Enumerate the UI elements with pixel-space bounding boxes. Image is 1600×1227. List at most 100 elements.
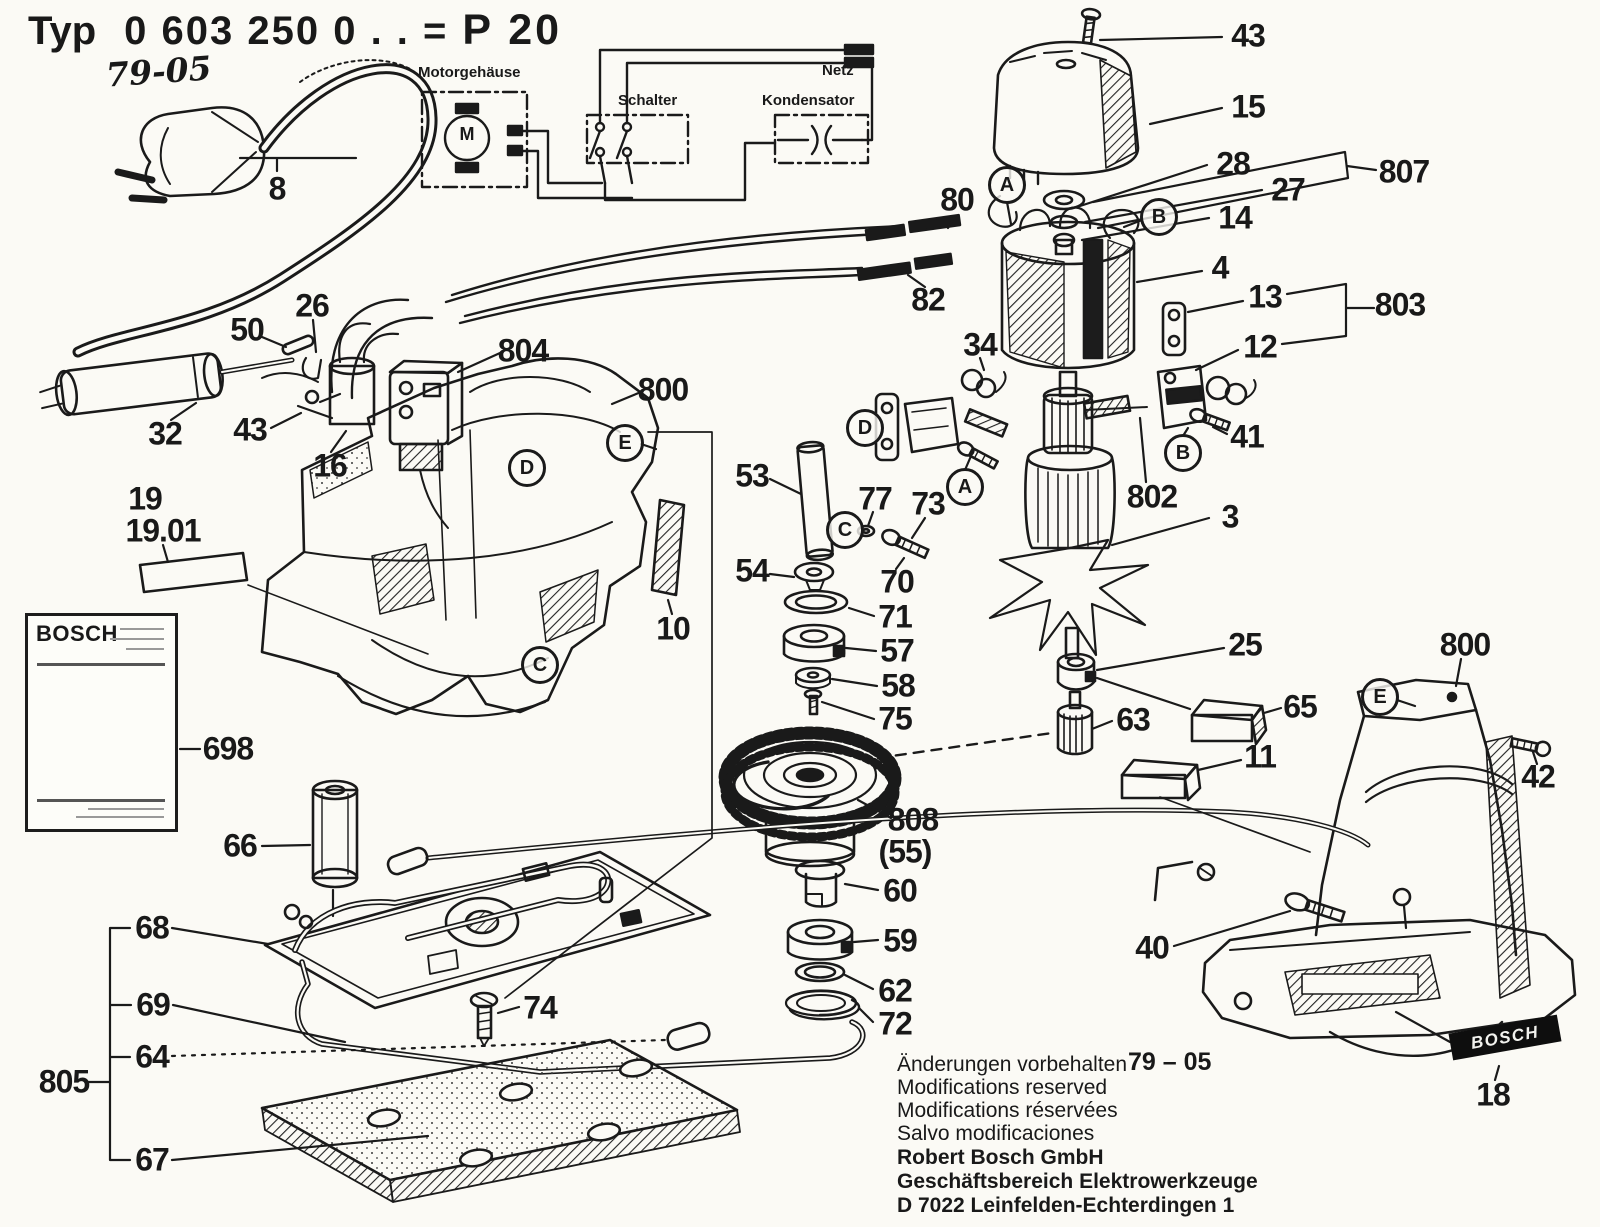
leaflet-brand: BOSCH bbox=[36, 621, 118, 646]
part-label-12: 12 bbox=[1243, 328, 1278, 365]
power-plug bbox=[72, 59, 438, 358]
construction-lines bbox=[504, 431, 1311, 999]
part-label-15: 15 bbox=[1231, 88, 1266, 125]
part-label-25: 25 bbox=[1228, 626, 1263, 663]
part-label-800-right: 800 bbox=[1439, 626, 1491, 663]
brush-holder-left bbox=[874, 368, 1009, 470]
callout-E-1: E bbox=[606, 424, 644, 462]
part-label-8: 8 bbox=[268, 170, 287, 207]
part-label-19: 19 bbox=[128, 480, 163, 517]
leaflet-rule bbox=[37, 799, 165, 802]
brush-block-11 bbox=[1120, 758, 1202, 802]
clamp-wire-69 bbox=[294, 959, 866, 1075]
part-label-80: 80 bbox=[940, 181, 975, 218]
part-label-59: 59 bbox=[883, 922, 918, 959]
part-label-32: 32 bbox=[148, 415, 183, 452]
part-label-43-left: 43 bbox=[233, 411, 268, 448]
part-label-14: 14 bbox=[1218, 199, 1253, 236]
part-label-40: 40 bbox=[1135, 929, 1170, 966]
part-label-53: 53 bbox=[735, 457, 770, 494]
screw-42 bbox=[1509, 736, 1552, 758]
part-label-4: 4 bbox=[1211, 249, 1230, 286]
part-label-800-left: 800 bbox=[637, 371, 689, 408]
part-label-65: 65 bbox=[1283, 688, 1318, 725]
type-prefix: Typ bbox=[28, 9, 97, 53]
leaflet-fineprint bbox=[76, 816, 164, 818]
part-label-70: 70 bbox=[880, 563, 915, 600]
modification-note-line: Modifications reserved bbox=[897, 1076, 1108, 1099]
stator-4 bbox=[987, 194, 1140, 370]
damper-66 bbox=[311, 779, 359, 918]
callout-C-2: C bbox=[521, 646, 559, 684]
part-label-62: 62 bbox=[878, 972, 913, 1009]
part-label-804: 804 bbox=[497, 332, 549, 369]
felt-strip-10 bbox=[650, 498, 686, 597]
part-label-63: 63 bbox=[1116, 701, 1151, 738]
part-label-3: 3 bbox=[1221, 498, 1240, 535]
part-label-16: 16 bbox=[313, 447, 348, 484]
part-label-11: 11 bbox=[1244, 738, 1277, 775]
part-label-805: 805 bbox=[38, 1063, 90, 1100]
part-label-43-top: 43 bbox=[1231, 17, 1266, 54]
leader-lines bbox=[86, 35, 1539, 1162]
part-label-68: 68 bbox=[135, 909, 170, 946]
armature-3 bbox=[988, 370, 1150, 756]
right-housing-800 bbox=[1153, 678, 1577, 1057]
modification-note-line: Salvo modificaciones bbox=[897, 1122, 1095, 1145]
leaflet-rule bbox=[37, 663, 165, 666]
part-label-803: 803 bbox=[1374, 286, 1426, 323]
part-label-13: 13 bbox=[1248, 278, 1283, 315]
part-label-54: 54 bbox=[735, 552, 770, 589]
type-model: P 20 bbox=[462, 6, 563, 54]
part-label-27: 27 bbox=[1271, 171, 1306, 208]
company-address-line: D 7022 Leinfelden-Echterdingen 1 bbox=[897, 1194, 1235, 1217]
part-label-58: 58 bbox=[881, 667, 916, 704]
gear-808 bbox=[718, 726, 902, 868]
screw-set-70 bbox=[856, 524, 930, 560]
cable-sleeve bbox=[39, 352, 224, 417]
part-label-77: 77 bbox=[858, 480, 893, 517]
part-label-82: 82 bbox=[911, 281, 946, 318]
leaflet-fineprint bbox=[88, 808, 164, 810]
part-label-10: 10 bbox=[656, 610, 691, 647]
callout-A-2: A bbox=[946, 468, 984, 506]
part-label-34: 34 bbox=[963, 326, 998, 363]
part-label-50: 50 bbox=[230, 311, 265, 348]
capacitor-16 bbox=[328, 322, 400, 426]
eccentric-stack bbox=[784, 859, 861, 1021]
part-label-18: 18 bbox=[1476, 1076, 1511, 1113]
base-plate-68 bbox=[263, 846, 712, 1010]
callout-D-2: D bbox=[508, 449, 546, 487]
circuit-switch-label: Schalter bbox=[618, 92, 678, 109]
part-label-71: 71 bbox=[878, 598, 913, 635]
company-address-line: Geschäftsbereich Elektrowerkzeuge bbox=[897, 1170, 1258, 1193]
modification-note-line: Änderungen vorbehalten bbox=[897, 1053, 1128, 1076]
part-label-28: 28 bbox=[1216, 145, 1251, 182]
part-label-60: 60 bbox=[883, 872, 918, 909]
part-label-802: 802 bbox=[1126, 478, 1178, 515]
circuit-diagram bbox=[420, 43, 875, 202]
part-label-57: 57 bbox=[880, 632, 915, 669]
part-label-55: (55) bbox=[878, 833, 933, 870]
leaflet-fineprint bbox=[126, 648, 164, 650]
part-label-41: 41 bbox=[1230, 418, 1265, 455]
part-label-698: 698 bbox=[202, 730, 254, 767]
part-label-67: 67 bbox=[135, 1141, 170, 1178]
part-label-64: 64 bbox=[135, 1038, 170, 1075]
switch-804 bbox=[388, 359, 464, 529]
brush-holder-right bbox=[1082, 301, 1257, 432]
screw-43-top bbox=[1080, 7, 1102, 45]
motor-symbol: M bbox=[459, 124, 475, 144]
sanding-plate-67 bbox=[260, 1038, 741, 1203]
callout-B-2: B bbox=[1164, 434, 1202, 472]
part-label-808: 808 bbox=[887, 801, 939, 838]
strain-relief-parts bbox=[261, 334, 342, 420]
callout-A-1: A bbox=[988, 166, 1026, 204]
brush-block-65 bbox=[1190, 698, 1268, 746]
motor-cap-15 bbox=[992, 7, 1140, 256]
part-label-807: 807 bbox=[1378, 153, 1430, 190]
part-label-26: 26 bbox=[295, 287, 330, 324]
shaft-column bbox=[782, 440, 849, 716]
